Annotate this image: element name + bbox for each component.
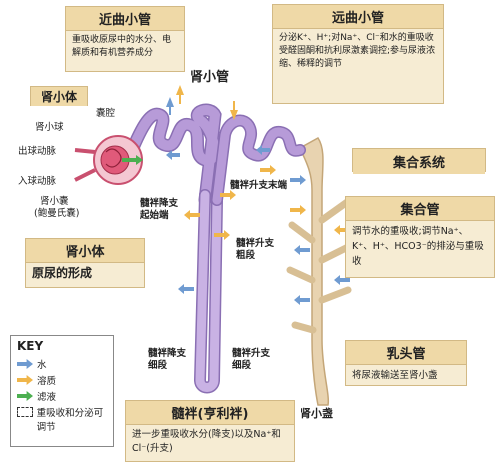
renal-tubule-label: 肾小管: [190, 70, 230, 85]
collecting-duct-title: 集合管: [346, 197, 494, 221]
collecting-system-title: 集合系统: [353, 149, 485, 174]
distal-tubule-box: 远曲小管 分泌K⁺、H⁺;对Na⁺、Cl⁻和水的重吸收受醛固酮和抗利尿激素调控;…: [272, 4, 444, 104]
legend-item-filtrate: 滤液: [11, 388, 113, 404]
collecting-duct-desc: 调节水的重吸收;调节Na⁺、K⁺、H⁺、HCO3⁻的排泌与重吸收: [352, 226, 484, 267]
proximal-tubule-title: 近曲小管: [66, 7, 184, 31]
bowman-space-label: 囊腔: [96, 108, 116, 119]
dashed-arrow-icon: [17, 407, 33, 417]
glomerulus-label: 肾小球: [35, 122, 64, 133]
collecting-duct-box: 集合管 调节水的重吸收;调节Na⁺、K⁺、H⁺、HCO3⁻的排泌与重吸收: [345, 196, 495, 278]
capsule-alt-label: (鲍曼氏囊): [34, 208, 80, 219]
renal-corpuscle-box-desc: 原尿的形成: [32, 266, 93, 280]
desc-thin-label: 髓袢降支细段: [148, 348, 187, 371]
solute-arrows: [176, 85, 350, 240]
legend-key: KEY 水 溶质 滤液 重吸收和分泌可调节: [10, 335, 114, 447]
collecting-branch: [286, 196, 356, 334]
legend-label-regulated: 重吸收和分泌可调节: [36, 408, 104, 433]
desc-thick-start-label: 髓袢降支起始端: [140, 198, 179, 221]
collecting-duct-shape: [299, 137, 330, 406]
papillary-duct-title: 乳头管: [346, 341, 466, 365]
afferent-label: 入球动脉: [18, 176, 57, 187]
papillary-duct-box: 乳头管 将尿液输送至肾小盏: [345, 340, 467, 386]
solute-arrow-icon: [17, 375, 33, 385]
legend-label-water: 水: [37, 360, 47, 371]
asc-thick-label: 髓袢升支粗段: [236, 238, 275, 261]
renal-corpuscle-box-title: 肾小体: [26, 239, 144, 263]
renal-corpuscle-tag: 肾小体: [30, 86, 88, 106]
legend-title: KEY: [17, 339, 44, 353]
capsule-label: 肾小囊: [40, 196, 69, 207]
legend-item-regulated: 重吸收和分泌可调节: [11, 404, 113, 434]
proximal-tubule-desc: 重吸收原尿中的水分、电解质和有机营养成分: [72, 35, 172, 58]
water-arrows: [166, 97, 350, 305]
legend-label-filtrate: 滤液: [37, 392, 57, 403]
legend-item-water: 水: [11, 356, 113, 372]
renal-corpuscle-box: 肾小体 原尿的形成: [25, 238, 145, 288]
collecting-system-box: 集合系统: [352, 148, 486, 174]
renal-papilla-label: 肾小盏: [300, 407, 333, 420]
asc-thin-label: 髓袢升支细段: [232, 348, 271, 371]
loop-of-henle-title: 髓袢(亨利袢): [126, 401, 294, 425]
legend-label-solute: 溶质: [37, 376, 57, 387]
papillary-duct-desc: 将尿液输送至肾小盏: [352, 370, 438, 381]
water-arrow-icon: [17, 359, 33, 369]
legend-item-solute: 溶质: [11, 372, 113, 388]
afferent-arteriole: [74, 168, 96, 182]
efferent-label: 出球动脉: [18, 146, 57, 157]
distal-tubule-title: 远曲小管: [273, 5, 443, 29]
efferent-arteriole: [74, 148, 96, 154]
proximal-tubule-box: 近曲小管 重吸收原尿中的水分、电解质和有机营养成分: [65, 6, 185, 72]
filtrate-arrow-icon: [17, 391, 33, 401]
loop-of-henle-desc: 进一步重吸收水分(降支)以及Na⁺和Cl⁻(升支): [132, 429, 281, 454]
loop-of-henle-box: 髓袢(亨利袢) 进一步重吸收水分(降支)以及Na⁺和Cl⁻(升支): [125, 400, 295, 462]
renal-corpuscle-tag-title: 肾小体: [31, 87, 87, 106]
distal-tubule-desc: 分泌K⁺、H⁺;对Na⁺、Cl⁻和水的重吸收受醛固酮和抗利尿激素调控;参与尿液浓…: [279, 33, 436, 69]
asc-thick-end-label: 髓袢升支末端: [230, 180, 288, 191]
